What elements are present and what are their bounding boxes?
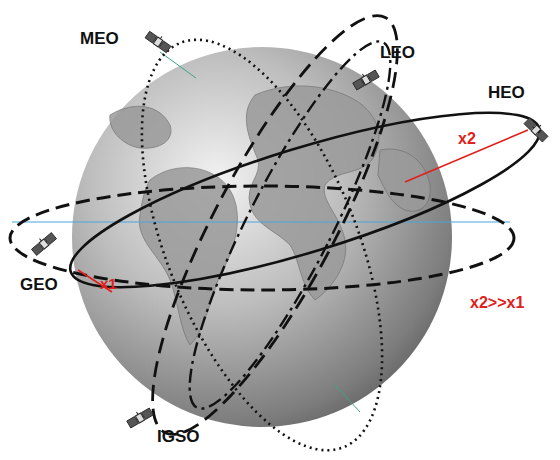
- x2-distance-line: [405, 130, 528, 182]
- distance-label: x1: [98, 276, 119, 293]
- orbit-name: MEO: [78, 30, 121, 49]
- orbit-name: IGSO: [155, 428, 202, 447]
- axis-line: [335, 385, 360, 412]
- meo-line: [160, 52, 196, 78]
- meo-satellite: [145, 29, 173, 53]
- meo-orbit: [92, 7, 431, 460]
- orbit-name: GEO: [18, 276, 60, 295]
- distance-label: x2: [456, 130, 478, 148]
- orbit-name: HEO: [486, 84, 527, 103]
- leo-satellite: [351, 67, 379, 90]
- igso-orbit: [112, 0, 439, 460]
- distance-note: x2>>x1: [468, 294, 526, 312]
- geo-satellite: [30, 230, 57, 255]
- igso-satellite: [125, 405, 153, 428]
- equator-line: [12, 221, 510, 222]
- orbit-name: LEO: [378, 44, 417, 63]
- leo-orbit: [160, 23, 421, 426]
- heo-satellite: [524, 116, 550, 142]
- earth-globe: [72, 47, 452, 427]
